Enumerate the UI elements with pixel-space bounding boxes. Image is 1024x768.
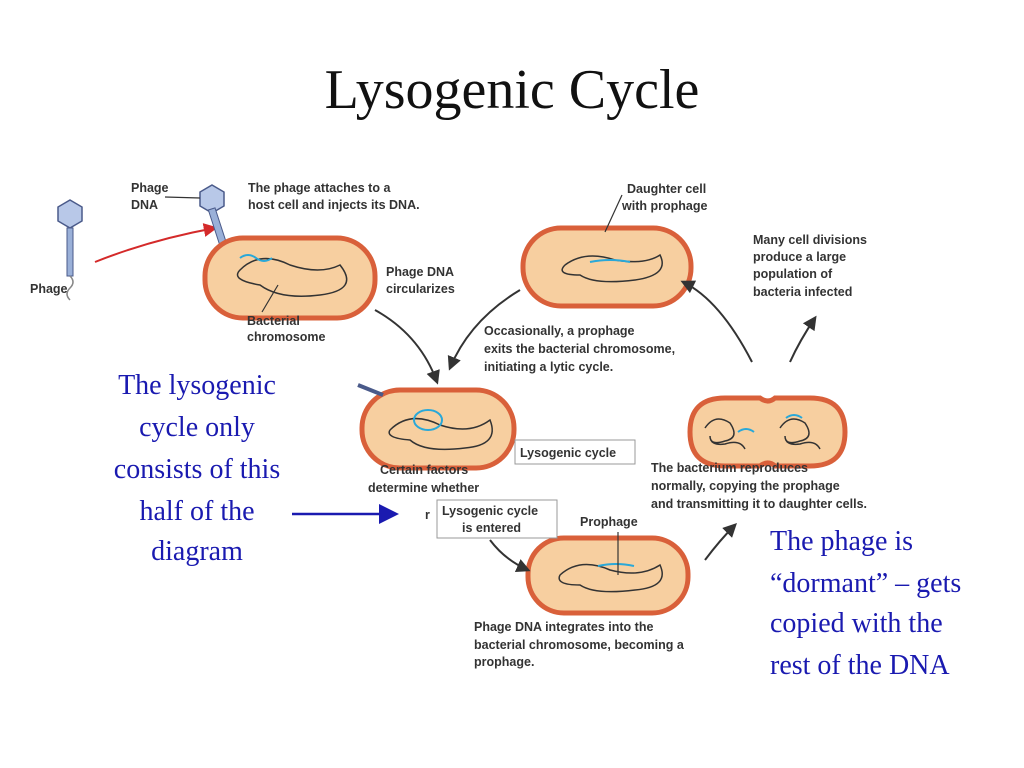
label-chromosome-2: chromosome <box>247 330 326 344</box>
label-occasionally-1: Occasionally, a prophage <box>484 324 635 338</box>
label-daughter-1: Daughter cell <box>627 182 706 196</box>
label-attach-2: host cell and injects its DNA. <box>248 198 420 212</box>
slide-title: Lysogenic Cycle <box>324 59 700 121</box>
label-integrates-2: bacterial chromosome, becoming a <box>474 638 685 652</box>
note-right-line-1: The phage is <box>770 526 913 557</box>
label-reproduces-3: and transmitting it to daughter cells. <box>651 497 867 511</box>
note-left-line-3: consists of this <box>114 454 280 485</box>
label-entered-1: Lysogenic cycle <box>442 504 538 518</box>
label-reproduces-1: The bacterium reproduces <box>651 461 808 475</box>
note-right-line-4: rest of the DNA <box>770 650 950 681</box>
label-r-fragment: r <box>425 508 430 522</box>
label-lysogenic-cycle: Lysogenic cycle <box>520 446 616 460</box>
arrow-circularize <box>374 309 440 385</box>
arrow-reproduce <box>704 523 737 561</box>
chromosome-pointer <box>261 284 279 313</box>
label-circularizes-1: Phage DNA <box>386 265 454 279</box>
label-entered-2: is entered <box>462 521 521 535</box>
label-occasionally-3: initiating a lytic cycle. <box>484 360 613 374</box>
label-phage: Phage <box>30 282 68 296</box>
note-left-line-2: cycle only <box>139 412 255 443</box>
empty-capsid-icon <box>357 383 384 397</box>
infected-cell-1 <box>202 235 378 321</box>
arrow-integrate <box>489 539 531 572</box>
arrow-to-daughter <box>680 280 753 363</box>
arrow-exit-lytic <box>447 289 521 371</box>
lysogenic-entered-box <box>436 499 558 539</box>
label-integrates-1: Phage DNA integrates into the <box>474 620 653 634</box>
daughter-pointer <box>604 194 623 233</box>
label-circularizes-2: circularizes <box>386 282 455 296</box>
label-chromosome-1: Bacterial <box>247 314 300 328</box>
label-many-4: bacteria infected <box>753 285 852 299</box>
note-right-line-2: “dormant” – gets <box>770 568 961 599</box>
circularized-cell <box>359 387 517 471</box>
label-certain-2: determine whether <box>368 481 479 495</box>
dividing-cell <box>687 395 848 469</box>
label-phage-dna-1: Phage <box>131 181 169 195</box>
label-many-3: population of <box>753 267 833 281</box>
note-left-line-1: The lysogenic <box>118 370 276 401</box>
prophage-cell <box>525 535 691 616</box>
label-many-2: produce a large <box>753 250 846 264</box>
free-phage-icon <box>57 199 83 301</box>
label-many-1: Many cell divisions <box>753 233 867 247</box>
red-approach-arrow <box>94 223 218 263</box>
note-left-line-5: diagram <box>151 536 243 567</box>
label-integrates-3: prophage. <box>474 655 534 669</box>
phage-dna-pointer <box>164 196 201 199</box>
arrow-many-divisions <box>789 315 817 363</box>
daughter-cell <box>520 225 694 309</box>
label-phage-dna-2: DNA <box>131 198 158 212</box>
note-right-line-3: copied with the <box>770 608 943 639</box>
label-daughter-2: with prophage <box>621 199 707 213</box>
label-occasionally-2: exits the bacterial chromosome, <box>484 342 675 356</box>
label-certain-1: Certain factors <box>380 463 468 477</box>
note-left-line-4: half of the <box>139 496 254 527</box>
label-reproduces-2: normally, copying the prophage <box>651 479 840 493</box>
lysogenic-cycle-box <box>514 439 636 465</box>
label-attach-1: The phage attaches to a <box>248 181 391 195</box>
label-prophage: Prophage <box>580 515 638 529</box>
